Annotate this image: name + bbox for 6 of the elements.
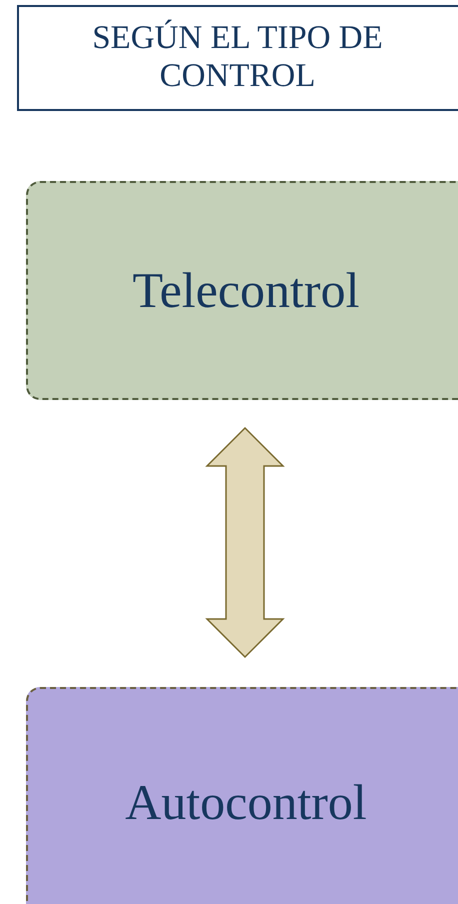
box-label: Telecontrol — [132, 261, 360, 320]
box-label: Autocontrol — [125, 772, 367, 832]
rounded-box — [26, 687, 458, 904]
title: SEGÚN EL TIPO DE CONTROL — [91, 20, 384, 96]
double-arrow — [205, 426, 285, 658]
rounded-box — [26, 181, 458, 400]
